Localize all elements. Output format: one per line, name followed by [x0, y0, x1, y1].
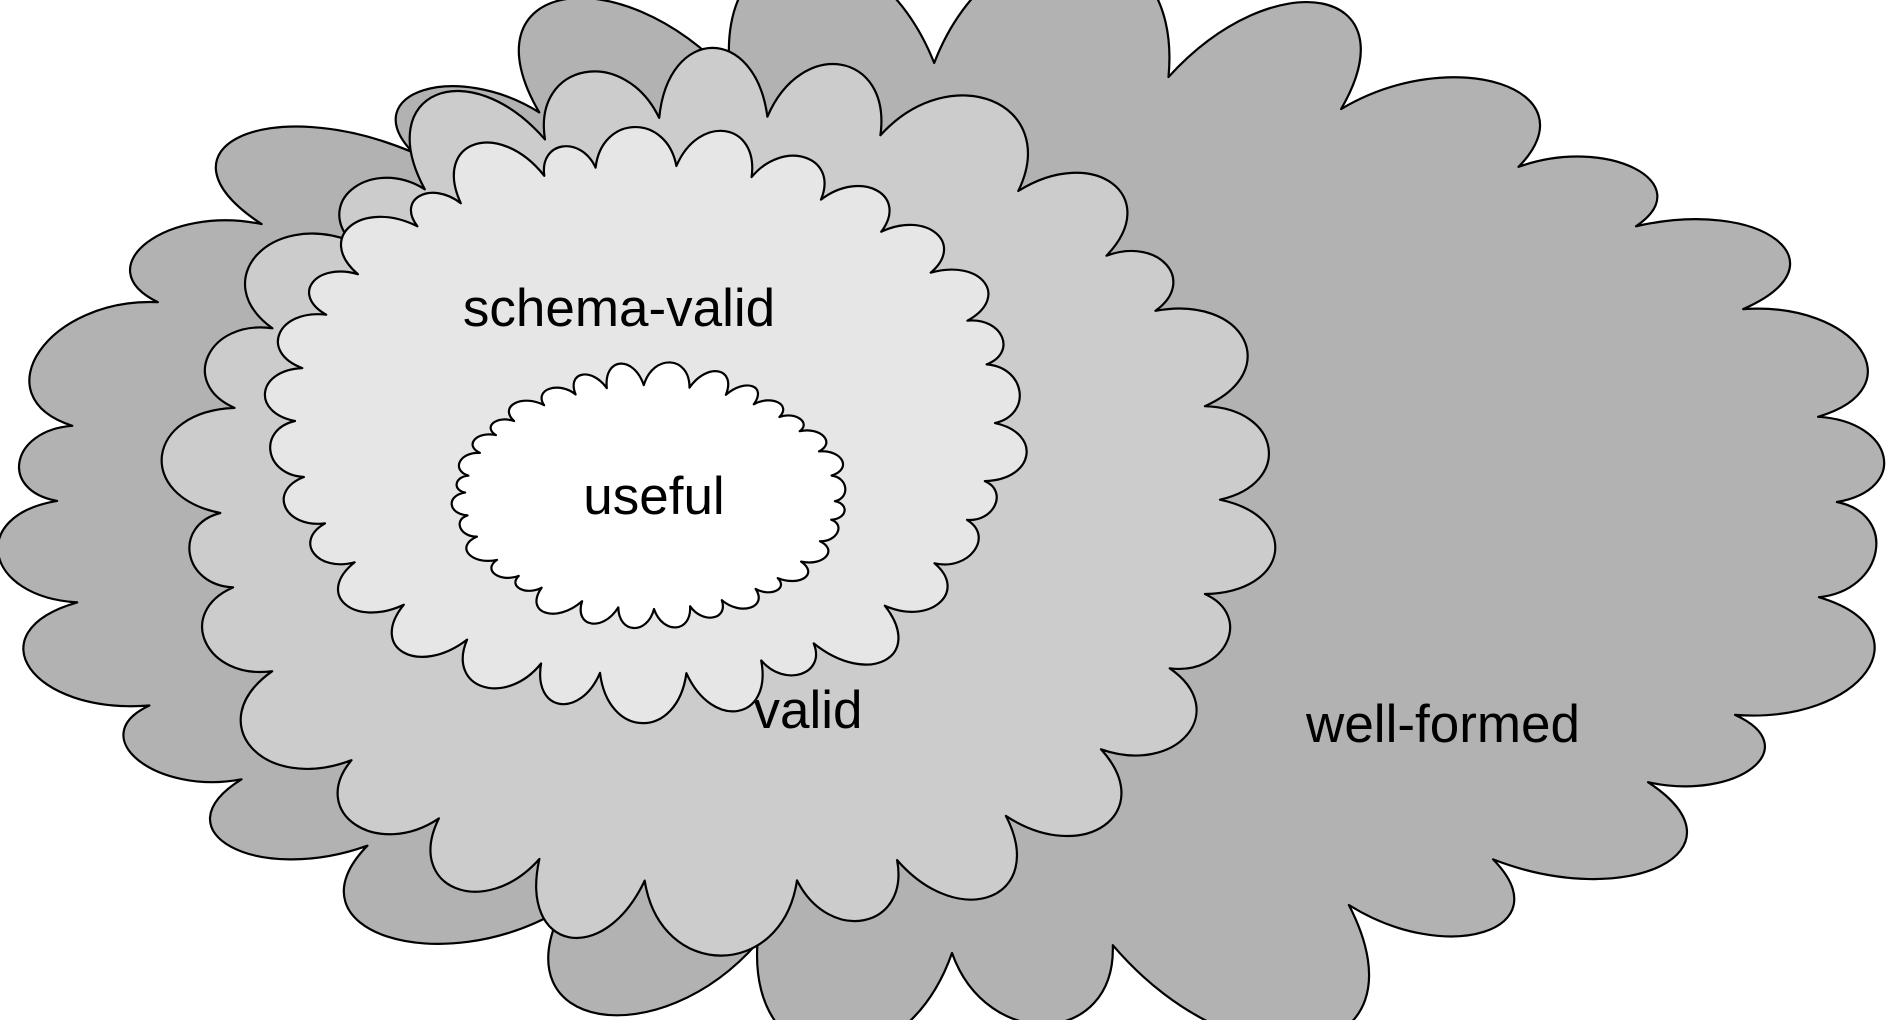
- well-formed-label: well-formed: [1305, 695, 1580, 754]
- cloud-labels: well-formed valid schema-valid useful: [463, 279, 1580, 754]
- valid-label: valid: [753, 681, 862, 740]
- useful-cloud: [450, 361, 847, 630]
- useful-label: useful: [583, 467, 724, 526]
- schema-valid-label: schema-valid: [463, 279, 775, 338]
